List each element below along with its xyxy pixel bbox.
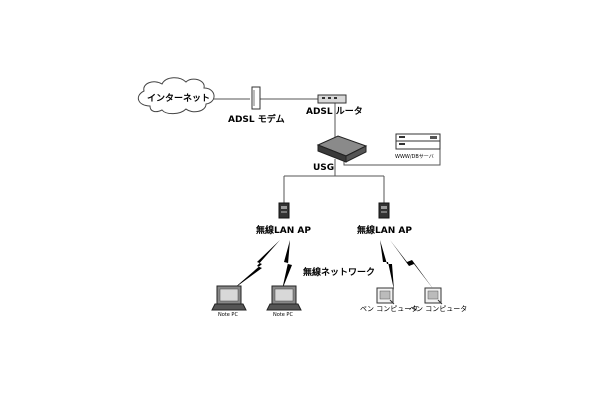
access-point-left-icon xyxy=(278,202,290,219)
access-point-right-label: 無線LAN AP xyxy=(357,226,412,236)
lightning-bolt-icon xyxy=(380,240,394,290)
pen-computer-icon xyxy=(424,287,443,305)
notebook-pc-icon xyxy=(211,285,247,311)
lightning-bolt-icon xyxy=(232,240,280,290)
client-label-pen-computer-1: ペン コンピュータ xyxy=(360,305,419,313)
usg-label: USG xyxy=(313,163,335,173)
access-point-right-icon xyxy=(378,202,390,219)
notebook-pc-icon xyxy=(266,285,302,311)
server-label: WWW/DBサーバ xyxy=(395,154,434,160)
lightning-bolt-icon xyxy=(282,240,292,290)
access-point-left-label: 無線LAN AP xyxy=(256,226,311,236)
client-label-note-pc-2: Note PC xyxy=(273,312,293,318)
adsl-router-label: ADSL ルータ xyxy=(306,107,363,117)
internet-cloud-icon xyxy=(137,77,215,115)
server-rack-icon xyxy=(395,133,441,150)
wireless-network-label: 無線ネットワーク xyxy=(303,268,376,278)
pen-computer-icon xyxy=(376,287,395,305)
client-label-pen-computer-2: ペン コンピュータ xyxy=(409,305,468,313)
internet-label: インターネット xyxy=(147,94,211,104)
adsl-modem-icon xyxy=(251,86,261,110)
adsl-modem-label: ADSL モデム xyxy=(228,115,285,125)
client-label-note-pc-1: Note PC xyxy=(218,312,238,318)
wireless-signal-bolts xyxy=(232,240,434,290)
usg-appliance-icon xyxy=(316,135,368,163)
lightning-bolt-icon xyxy=(390,240,434,290)
adsl-router-icon xyxy=(317,94,347,104)
